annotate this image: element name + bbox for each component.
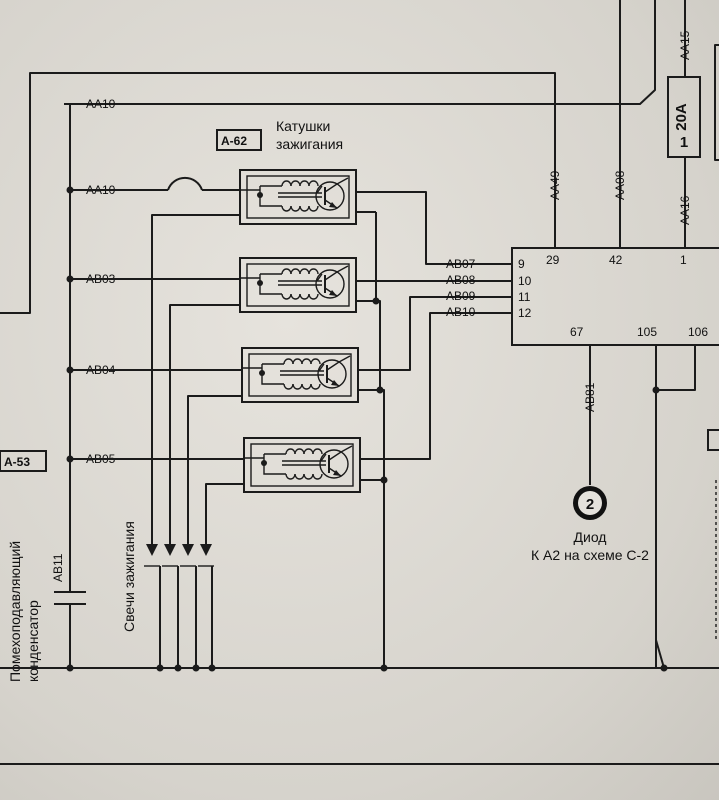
diode-label-1: Диод bbox=[574, 529, 607, 545]
ecu-pin-29: 29 bbox=[546, 253, 560, 267]
ground-bus bbox=[0, 667, 719, 765]
right-edge-box bbox=[707, 429, 719, 451]
ecu-wire-4: AB10 bbox=[446, 305, 476, 319]
diode-label-2: К А2 на схеме С-2 bbox=[531, 547, 649, 563]
cond-label-2: конденсатор bbox=[25, 600, 41, 682]
ecu-wire-3: AB09 bbox=[446, 289, 476, 303]
ignition-coil-1 bbox=[239, 169, 357, 225]
left-bus bbox=[54, 104, 86, 672]
plug-label: Свечи зажигания bbox=[121, 521, 137, 632]
ecu-pin-11: 11 bbox=[518, 290, 531, 304]
ecu-wire-1: AB07 bbox=[446, 257, 476, 271]
ecu-pin-105: 105 bbox=[637, 325, 657, 339]
ecu-pin-10: 10 bbox=[518, 274, 532, 288]
wire-label-top: AA10 bbox=[86, 97, 116, 111]
wire-label-aa08: AA08 bbox=[613, 170, 627, 200]
ecu-pin-42: 42 bbox=[609, 253, 623, 267]
ecu-pin-106: 106 bbox=[688, 325, 708, 339]
ecu-wire-2: AB08 bbox=[446, 273, 476, 287]
cond-ref-box bbox=[0, 450, 47, 472]
wire-label-aa49: AA49 bbox=[548, 170, 562, 200]
ecu-pin-9: 9 bbox=[518, 257, 525, 271]
ecu-trigger-wires bbox=[356, 191, 512, 460]
wire-label-aa15: AA15 bbox=[678, 30, 692, 60]
ecu-box bbox=[511, 247, 719, 346]
ignition-coil-4 bbox=[243, 437, 361, 493]
wire-label-cond: AB11 bbox=[51, 553, 65, 582]
ignition-coils bbox=[239, 169, 361, 493]
diode-number: 2 bbox=[586, 496, 594, 513]
cond-ref: A-53 bbox=[4, 455, 30, 469]
ecu-bottom-wires bbox=[589, 345, 696, 672]
ecu-pin-12: 12 bbox=[518, 306, 532, 320]
coil-title-2: зажигания bbox=[276, 136, 343, 152]
top-frame-wires bbox=[0, 0, 719, 314]
ecu-pin-67: 67 bbox=[570, 325, 584, 339]
coil-ref: A-62 bbox=[221, 134, 247, 148]
wire-label-aa16: AA16 bbox=[678, 195, 692, 225]
fuse-digit: 1 bbox=[680, 134, 688, 151]
coil-title-1: Катушки bbox=[276, 118, 330, 134]
coil-ground-bus bbox=[356, 211, 388, 672]
ignition-coil-3 bbox=[241, 347, 359, 403]
coil-feed-wires bbox=[70, 176, 244, 460]
wire-label-ab81: AB81 bbox=[583, 382, 597, 412]
coil-ref-box bbox=[216, 129, 262, 151]
fuse-box bbox=[667, 76, 701, 158]
ecu-pin-1: 1 bbox=[680, 253, 687, 267]
fuse-label: 20А bbox=[673, 103, 690, 131]
spark-plug-wires bbox=[144, 214, 244, 672]
cond-label-1: Помехоподавляющий bbox=[7, 541, 23, 682]
ignition-coil-2 bbox=[239, 257, 357, 313]
